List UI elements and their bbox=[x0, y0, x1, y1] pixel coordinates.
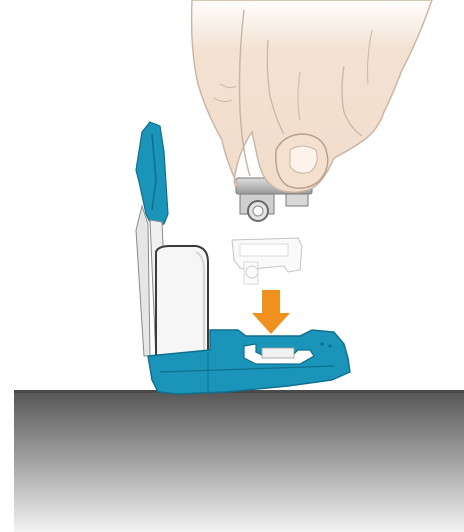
table-surface bbox=[14, 390, 464, 532]
clip-icon bbox=[232, 238, 302, 284]
insert-arrow-icon bbox=[252, 290, 290, 334]
hand-icon bbox=[192, 0, 432, 192]
